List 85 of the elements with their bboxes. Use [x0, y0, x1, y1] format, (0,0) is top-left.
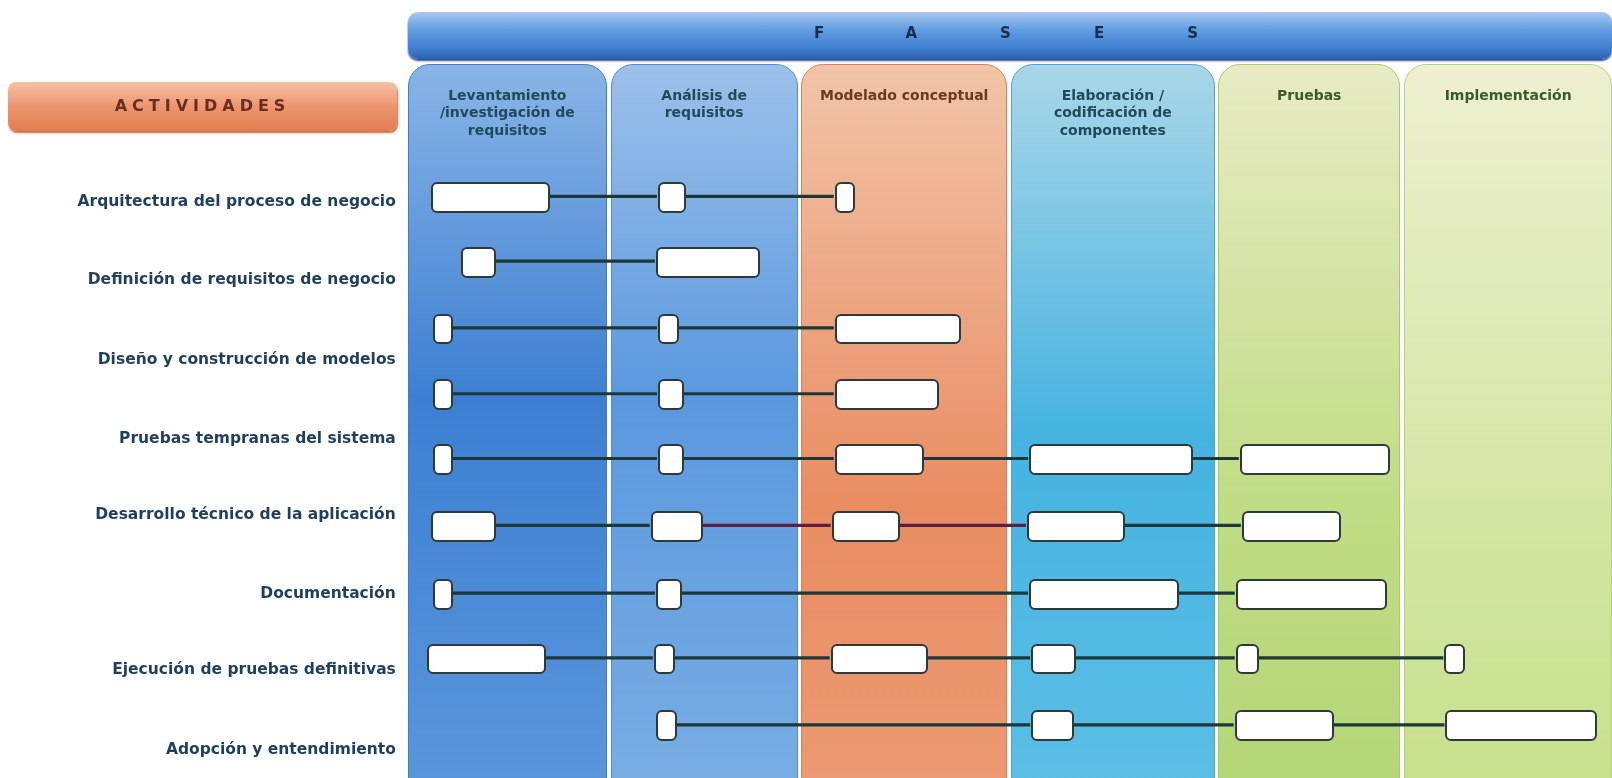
connector-line: [452, 392, 657, 396]
activity-bar: [432, 313, 454, 345]
connector-line: [452, 456, 657, 461]
activity-bar: [834, 313, 962, 345]
activity-label: Definición de requisitos de negocio: [87, 269, 396, 288]
activity-bar: [430, 181, 550, 213]
activity-bar: [1031, 710, 1075, 742]
connector-line: [1178, 591, 1235, 595]
banner-title: FASES: [814, 24, 1281, 43]
activity-bar: [430, 510, 497, 542]
activity-bar: [834, 181, 856, 213]
activity-bar: [1445, 710, 1597, 742]
connector-line: [898, 523, 1026, 527]
connector-line: [1191, 456, 1239, 461]
activity-bar: [1241, 510, 1341, 542]
connector-line: [674, 656, 830, 660]
activity-bar: [831, 510, 900, 542]
activity-bar: [1239, 444, 1390, 475]
activity-bar: [657, 313, 680, 345]
activity-bar: [432, 578, 454, 610]
connector-line: [684, 194, 834, 198]
connector-line: [927, 656, 1031, 660]
activity-bar: [1027, 510, 1125, 542]
activity-bar: [1029, 444, 1193, 475]
connector-line: [452, 591, 655, 595]
activity-bar: [1235, 643, 1260, 675]
activity-bar: [655, 246, 760, 278]
connector-line: [680, 591, 1029, 595]
phase-column: [408, 63, 607, 778]
phase-column: [1404, 63, 1612, 778]
activity-bar: [834, 444, 925, 475]
phase-column: [800, 63, 1008, 778]
activity-bar: [657, 444, 684, 475]
activity-bar: [1234, 710, 1335, 742]
connector-line: [544, 656, 653, 660]
connector-line: [1258, 656, 1444, 660]
connector-line: [682, 392, 834, 396]
phase-title: Elaboración / codificación de componentes: [1052, 86, 1173, 140]
activity-bar: [432, 379, 454, 411]
phase-title: Pruebas: [1276, 86, 1343, 105]
activity-label: Desarrollo técnico de la aplicación: [95, 505, 396, 524]
activity-bar: [1029, 578, 1180, 610]
activity-label: Adopción y entendimiento: [165, 740, 396, 759]
connector-line: [702, 523, 831, 527]
activity-bar: [657, 181, 686, 213]
connector-line: [1075, 656, 1235, 660]
phase-column: [1218, 63, 1401, 778]
phase-title: Análisis de requisitos: [660, 86, 749, 122]
connector-line: [682, 456, 834, 461]
activity-bar: [653, 643, 676, 675]
activity-label: Documentación: [260, 584, 396, 603]
activities-header: [8, 82, 397, 131]
activity-bar: [1444, 643, 1465, 675]
connector-line: [495, 523, 650, 527]
activity-bar: [650, 510, 704, 542]
activity-bar: [657, 379, 684, 411]
activity-bar: [460, 246, 497, 278]
activity-bar: [655, 578, 682, 610]
connector-line: [495, 259, 655, 263]
phase-title: Implementación: [1443, 86, 1573, 105]
activity-label: Arquitectura del proceso de negocio: [77, 191, 396, 210]
phase-title: Levantamiento /investigación de requisitos: [438, 86, 576, 140]
activity-bar: [655, 710, 678, 742]
connector-line: [678, 326, 834, 330]
phase-column: [1010, 63, 1216, 778]
phases-banner: [408, 12, 1612, 59]
activity-bar: [426, 643, 546, 675]
activity-bar: [830, 643, 929, 675]
activity-bar: [1235, 578, 1387, 610]
connector-line: [1333, 723, 1445, 727]
activity-label: Ejecución de pruebas definitivas: [112, 660, 396, 679]
connector-line: [549, 194, 657, 198]
connector-line: [1123, 523, 1241, 527]
activity-label: Pruebas tempranas del sistema: [119, 428, 396, 447]
phase-title: Modelado conceptual: [818, 86, 990, 105]
connector-line: [452, 326, 657, 330]
activity-label: Diseño y construcción de modelos: [97, 349, 396, 368]
connector-line: [676, 723, 1031, 727]
activity-bar: [834, 379, 939, 411]
phase-column: [610, 63, 798, 778]
connector-line: [1073, 723, 1234, 727]
activity-bar: [432, 444, 454, 475]
activity-bar: [1031, 643, 1077, 675]
header-title: ACTIVIDADES: [113, 95, 292, 118]
connector-line: [923, 456, 1029, 461]
